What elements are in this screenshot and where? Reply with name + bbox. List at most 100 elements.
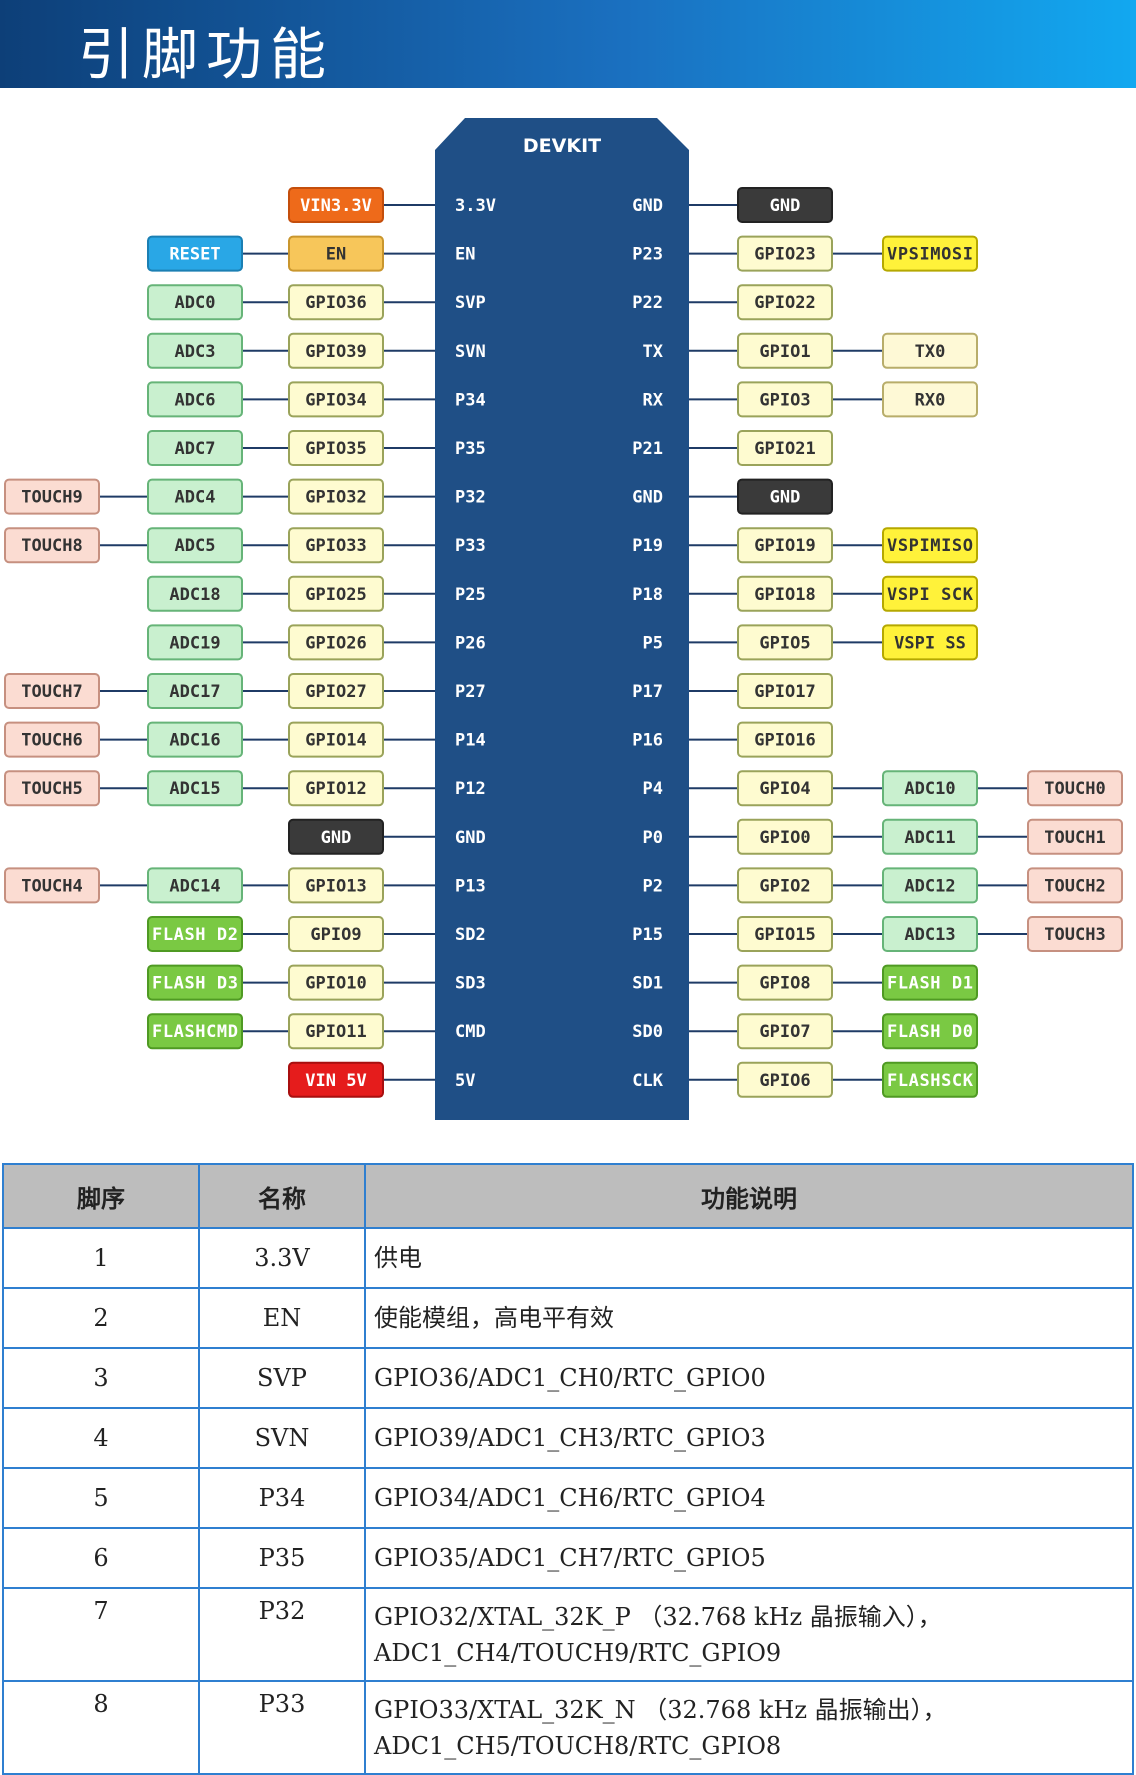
pin-name: SVN bbox=[198, 1407, 366, 1469]
pin-label-gpio5: GPIO5 bbox=[737, 624, 833, 661]
label-box bbox=[4, 867, 100, 904]
label-text: TX0 bbox=[915, 342, 946, 362]
chip-pin-svn: SVN bbox=[455, 342, 486, 362]
label-box bbox=[288, 673, 384, 709]
label-box bbox=[737, 478, 833, 515]
label-box bbox=[288, 478, 384, 515]
label-box bbox=[288, 867, 384, 904]
pin-label-touch8: TOUCH8 bbox=[4, 527, 100, 564]
pin-label-touch6: TOUCH6 bbox=[4, 721, 100, 758]
pin-label-adc14: ADC14 bbox=[147, 867, 243, 904]
label-box bbox=[147, 673, 243, 709]
label-text: TOUCH0 bbox=[1044, 779, 1105, 799]
pin-label-gpio4: GPIO4 bbox=[737, 770, 833, 807]
label-text: GPIO0 bbox=[759, 828, 810, 848]
label-text: GPIO26 bbox=[305, 633, 366, 653]
chip-pin-rx: RX bbox=[643, 390, 664, 410]
label-text: VSPI SS bbox=[894, 633, 966, 653]
chip-pin-gnd: GND bbox=[632, 196, 663, 216]
pin-label-adc13: ADC13 bbox=[882, 916, 978, 952]
pin-label-adc16: ADC16 bbox=[147, 721, 243, 758]
pin-label-vspimiso: VSPIMISO bbox=[882, 527, 978, 564]
label-box bbox=[1027, 867, 1123, 904]
label-box bbox=[4, 478, 100, 515]
label-box bbox=[882, 867, 978, 904]
pin-description: GPIO33/XTAL_32K_N （32.768 kHz 晶振输出）， ADC… bbox=[364, 1680, 1134, 1775]
label-box bbox=[1027, 916, 1123, 952]
label-text: ADC7 bbox=[175, 439, 216, 459]
pin-label-gpio1: GPIO1 bbox=[737, 332, 833, 369]
label-box bbox=[288, 818, 384, 855]
pin-label-gpio19: GPIO19 bbox=[737, 527, 833, 564]
chip-pin-en: EN bbox=[455, 245, 475, 265]
pin-name: SVP bbox=[198, 1347, 366, 1409]
pin-label-gpio9: GPIO9 bbox=[288, 916, 384, 952]
chip-pin-p21: P21 bbox=[632, 439, 663, 459]
label-box bbox=[737, 1061, 833, 1098]
label-text: GPIO8 bbox=[759, 974, 810, 994]
chip-pin-sd1: SD1 bbox=[632, 974, 663, 994]
label-box bbox=[288, 1061, 384, 1098]
table-row: 2 EN 使能模组，高电平有效 bbox=[2, 1287, 1134, 1349]
label-text: ADC16 bbox=[169, 731, 220, 751]
label-text: ADC14 bbox=[169, 876, 220, 896]
pin-label-adc12: ADC12 bbox=[882, 867, 978, 904]
label-text: TOUCH8 bbox=[21, 536, 82, 556]
label-box bbox=[147, 430, 243, 466]
label-box bbox=[737, 673, 833, 709]
pin-label-adc10: ADC10 bbox=[882, 770, 978, 807]
pin-number: 4 bbox=[2, 1407, 200, 1469]
label-box bbox=[288, 381, 384, 418]
pin-label-flash-d2: FLASH D2 bbox=[147, 916, 243, 952]
pin-label-gpio10: GPIO10 bbox=[288, 964, 384, 1001]
pin-label-vspi-sck: VSPI SCK bbox=[882, 575, 978, 612]
chip-pin-p0: P0 bbox=[643, 828, 663, 848]
pin-label-gpio3: GPIO3 bbox=[737, 381, 833, 418]
label-text: VPSIMOSI bbox=[887, 245, 973, 265]
chip-pin-p12: P12 bbox=[455, 779, 486, 799]
label-text: GPIO18 bbox=[754, 585, 815, 605]
pin-label-vin-5v: VIN 5V bbox=[288, 1061, 384, 1098]
pin-number: 2 bbox=[2, 1287, 200, 1349]
pin-label-gpio26: GPIO26 bbox=[288, 624, 384, 661]
label-box bbox=[147, 916, 243, 952]
chip-pin-cmd: CMD bbox=[455, 1022, 486, 1042]
pin-number: 6 bbox=[2, 1527, 200, 1589]
label-box bbox=[737, 575, 833, 612]
chip-pin-p32: P32 bbox=[455, 488, 486, 508]
pin-label-gnd: GND bbox=[288, 818, 384, 855]
pin-label-rx0: RX0 bbox=[882, 381, 978, 418]
pin-name: P34 bbox=[198, 1467, 366, 1529]
chip-pin-svp: SVP bbox=[455, 293, 486, 313]
label-text: GPIO11 bbox=[305, 1022, 366, 1042]
label-text: GPIO5 bbox=[759, 633, 810, 653]
pin-label-touch5: TOUCH5 bbox=[4, 770, 100, 807]
label-text: FLASHSCK bbox=[887, 1071, 974, 1091]
pin-label-gpio27: GPIO27 bbox=[288, 673, 384, 709]
label-box bbox=[288, 624, 384, 661]
label-box bbox=[147, 381, 243, 418]
label-text: FLASH D1 bbox=[887, 974, 973, 994]
label-box bbox=[147, 867, 243, 904]
pin-label-touch3: TOUCH3 bbox=[1027, 916, 1123, 952]
pin-label-gpio32: GPIO32 bbox=[288, 478, 384, 515]
chip-pin-gnd: GND bbox=[632, 488, 663, 508]
label-text: GPIO34 bbox=[305, 390, 366, 410]
label-text: ADC13 bbox=[904, 925, 955, 945]
label-box bbox=[288, 332, 384, 369]
pin-label-gpio23: GPIO23 bbox=[737, 235, 833, 272]
chip-pin-p13: P13 bbox=[455, 876, 486, 896]
pin-label-adc3: ADC3 bbox=[147, 332, 243, 369]
label-text: RX0 bbox=[915, 390, 946, 410]
chip-pin-p15: P15 bbox=[632, 925, 663, 945]
pin-label-gpio2: GPIO2 bbox=[737, 867, 833, 904]
pin-label-adc19: ADC19 bbox=[147, 624, 243, 661]
label-text: GPIO23 bbox=[754, 245, 815, 265]
label-box bbox=[147, 478, 243, 515]
pin-label-en: EN bbox=[288, 235, 384, 272]
pin-label-tx0: TX0 bbox=[882, 332, 978, 369]
pin-label-gpio12: GPIO12 bbox=[288, 770, 384, 807]
label-box bbox=[882, 235, 978, 272]
label-box bbox=[882, 818, 978, 855]
pin-description: 使能模组，高电平有效 bbox=[364, 1287, 1134, 1349]
